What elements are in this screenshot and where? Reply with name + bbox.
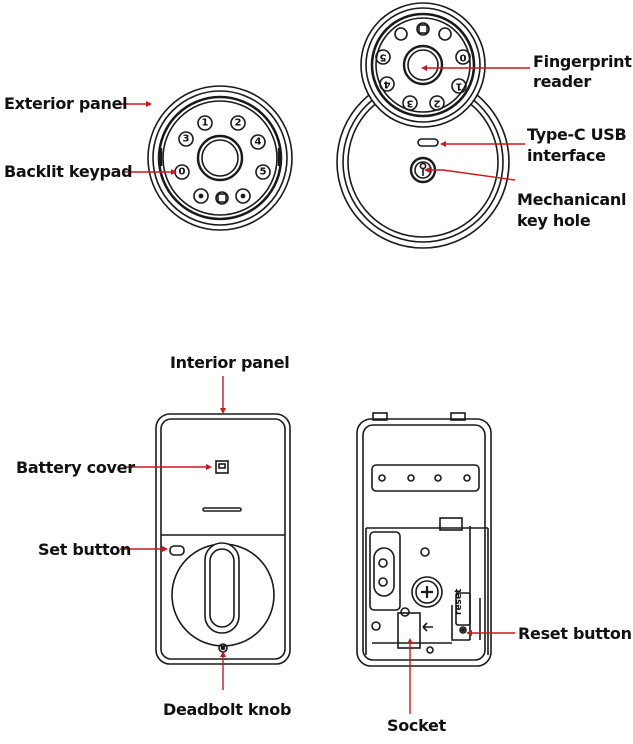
keypad-digit-5: 5 <box>260 167 267 178</box>
keypad-digit-1: 1 <box>202 118 209 129</box>
leader-lines <box>116 67 530 714</box>
label-type-c-line2: interface <box>527 146 606 165</box>
label-reset-button: Reset button <box>518 624 632 643</box>
label-key-hole-line1: Mechanicanl <box>517 190 627 209</box>
label-fingerprint-reader-line2: reader <box>533 72 591 91</box>
leader-arrowheads <box>146 65 472 657</box>
battery-cover <box>202 460 242 512</box>
leader-key-hole <box>426 169 516 181</box>
label-fingerprint-reader-line1: Fingerprint <box>533 52 632 71</box>
mirrored-digit-5: 5 <box>379 52 386 63</box>
label-set-button: Set button <box>38 540 132 559</box>
mirrored-digit-1: 1 <box>455 81 462 92</box>
deadbolt-knob <box>171 542 275 653</box>
mirrored-digit-3: 3 <box>406 98 413 109</box>
keypad-digit-2: 2 <box>235 118 242 129</box>
keypad-digit-3: 3 <box>183 134 190 145</box>
label-key-hole-line2: key hole <box>517 211 591 230</box>
label-battery-cover: Battery cover <box>16 458 135 477</box>
backlit-keypad <box>174 115 271 205</box>
label-interior-panel: Interior panel <box>170 353 290 372</box>
label-deadbolt-knob: Deadbolt knob <box>163 700 292 719</box>
keypad-digit-0: 0 <box>179 167 186 178</box>
label-type-c-line1: Type-C USB <box>527 125 627 144</box>
mirrored-digit-2: 2 <box>433 98 440 109</box>
label-exterior-panel: Exterior panel <box>4 94 128 113</box>
mirrored-digit-4: 4 <box>383 79 390 90</box>
type-c-port <box>417 138 439 147</box>
keypad-front-digits: 1 2 3 4 0 5 <box>179 118 267 178</box>
keypad-back-digits: 5 0 1 2 3 4 <box>379 52 466 109</box>
keypad-digit-4: 4 <box>255 137 262 148</box>
reset-text: reset <box>454 588 464 615</box>
label-socket: Socket <box>387 716 446 735</box>
fingerprint-sensor-front <box>196 134 244 182</box>
exterior-panel <box>147 85 293 231</box>
label-backlit-keypad: Backlit keypad <box>4 162 133 181</box>
socket <box>397 612 433 649</box>
set-button <box>169 545 185 556</box>
fingerprint-reader-head <box>360 2 486 128</box>
mirrored-digit-0: 0 <box>459 52 466 63</box>
